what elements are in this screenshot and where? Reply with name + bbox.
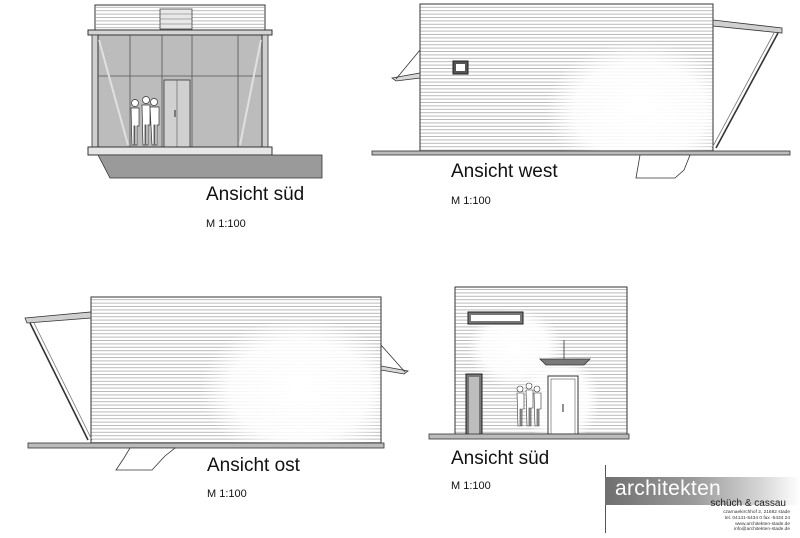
view-title-east: Ansicht ost [207,455,300,476]
view-scale-south-2: M 1:100 [451,480,491,492]
people-figures [516,382,542,427]
view-scale-south-1: M 1:100 [206,218,246,230]
logo-web-line: www.architekten-stade.de [735,522,790,527]
logo-phone-line: tel. 04141-5434 0 fax -5434 24 [724,516,790,521]
people-figures [130,96,160,146]
logo-band [605,477,800,505]
logo-subtitle: schüch & cassau [710,498,786,509]
logo-name: architekten [615,477,722,500]
view-title-south-1: Ansicht süd [206,184,305,205]
logo-email-line: info@architekten-stade.de [733,527,790,532]
view-title-south-2: Ansicht süd [451,448,550,469]
architect-logo-block: architekten schüch & cassau czarnaekirch… [605,465,800,533]
logo-address-line: czarnaekirchhof 2, 21682 stade [723,510,790,515]
elevation-south-closed [428,286,630,445]
view-scale-east: M 1:100 [207,488,247,500]
elevation-south-glass [87,4,323,179]
elevation-west [371,3,791,179]
view-title-west: Ansicht west [451,161,558,182]
elevation-east [24,296,409,471]
view-scale-west: M 1:100 [451,195,491,207]
